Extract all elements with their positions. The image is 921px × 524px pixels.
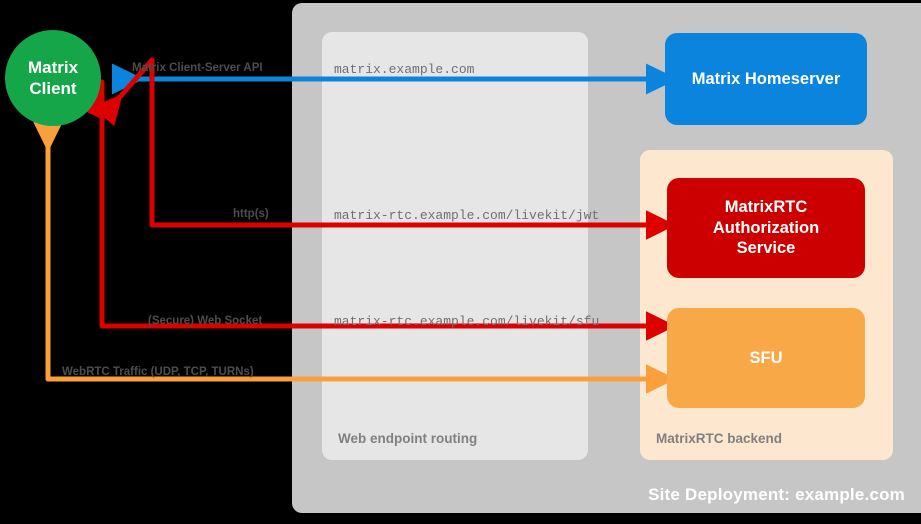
sfu-label: SFU (749, 348, 783, 367)
matrix-homeserver-box[interactable]: Matrix Homeserver (665, 33, 867, 125)
matrix-homeserver-label: Matrix Homeserver (691, 69, 841, 88)
matrixrtc-authorization-service-box[interactable]: MatrixRTC Authorization Service (667, 178, 865, 278)
connector-livekit-jwt (91, 57, 676, 240)
connector-label-webrtc-traffic: WebRTC Traffic (UDP, TCP, TURNs) (62, 366, 254, 378)
endpoint-label-livekit-jwt: matrix-rtc.example.com/livekit/jwt (334, 208, 600, 223)
matrixrtc-backend-label: MatrixRTC backend (656, 431, 783, 446)
connector-label-client-server-api: Matrix Client-Server API (132, 62, 263, 74)
auth-service-label-line2: Authorization (712, 218, 820, 237)
matrix-client-label-line1: Matrix (27, 57, 79, 77)
auth-service-label-line3: Service (736, 239, 796, 258)
endpoint-label-livekit-sfu: matrix-rtc.example.com/livekit/sfu (334, 314, 600, 329)
matrix-client-label-line2: Client (29, 79, 77, 98)
connector-label-http-s: http(s) (233, 208, 269, 220)
site-deployment-label: Site Deployment: example.com (648, 485, 905, 504)
connector-webrtc-traffic (33, 121, 676, 394)
sfu-box[interactable]: SFU (667, 308, 865, 408)
connector-livekit-sfu (74, 79, 676, 341)
web-endpoint-routing-label: Web endpoint routing (338, 431, 478, 446)
matrix-client-node[interactable]: Matrix Client (5, 30, 101, 126)
endpoint-label-matrix-example-com: matrix.example.com (334, 62, 475, 77)
auth-service-label-line1: MatrixRTC (724, 198, 808, 217)
connector-label-secure-web-socket: (Secure) Web Socket (148, 315, 263, 327)
